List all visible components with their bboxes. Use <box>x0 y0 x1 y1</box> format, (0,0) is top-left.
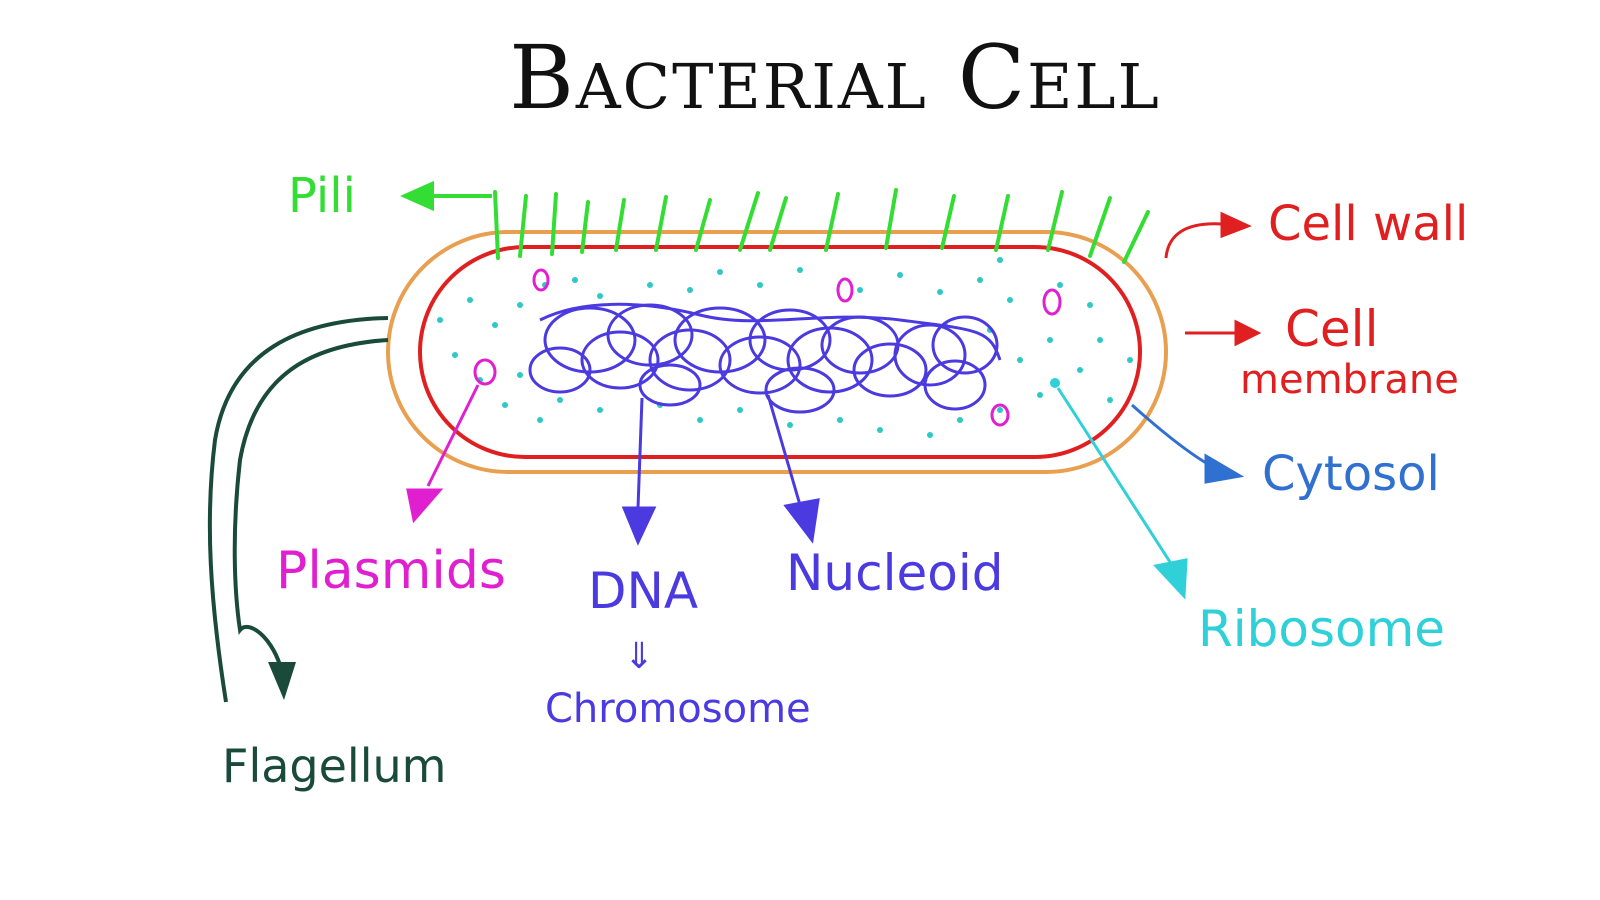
pilus <box>493 190 500 260</box>
cell-wall-arrow <box>1164 211 1252 259</box>
dna-arrow <box>621 397 657 546</box>
pilus <box>1122 210 1150 264</box>
flagellum <box>207 316 389 703</box>
plasmid <box>532 268 550 292</box>
plasmid <box>836 277 854 303</box>
cell-wall <box>386 230 1168 474</box>
plasmid <box>473 358 497 386</box>
pilus <box>1088 196 1112 258</box>
pilus <box>738 191 760 252</box>
plasmid <box>990 403 1010 427</box>
dna-down-arrow: ⇓ <box>624 636 654 677</box>
cell-membrane-arrow <box>1185 319 1262 347</box>
pilus <box>580 200 590 254</box>
pilus <box>614 198 626 252</box>
pili-arrow <box>400 180 492 212</box>
dna-label: DNA <box>588 562 698 620</box>
flagellum-arrowhead <box>268 662 296 700</box>
cytosol-arrow <box>1131 403 1245 484</box>
pilus <box>1046 190 1064 252</box>
cell-membrane-label-line1: Cell <box>1285 300 1378 358</box>
plasmids <box>473 268 1062 427</box>
cell-membrane <box>418 245 1142 459</box>
diagram-title: Bacterial Cell <box>509 26 1161 129</box>
cell-membrane-label-line2: membrane <box>1240 357 1459 403</box>
nucleoid <box>528 302 1002 414</box>
plasmids-arrow <box>406 384 480 524</box>
pilus <box>824 192 840 252</box>
ribosome-arrow <box>1050 378 1188 600</box>
chromosome-label: Chromosome <box>545 686 811 732</box>
pilus <box>940 194 956 250</box>
pilus <box>550 192 558 256</box>
flagellum-label: Flagellum <box>222 739 446 793</box>
pilus <box>884 188 898 250</box>
pili-label: Pili <box>288 168 356 224</box>
nucleoid-arrow <box>766 394 820 544</box>
cell-wall-label: Cell wall <box>1268 196 1468 252</box>
pilus <box>518 194 528 258</box>
pilus <box>654 195 668 252</box>
plasmid <box>1042 288 1062 316</box>
pilus <box>694 198 712 252</box>
plasmids-label: Plasmids <box>276 541 506 601</box>
pili <box>493 188 1150 264</box>
nucleoid-label: Nucleoid <box>786 544 1003 602</box>
cytosol-label: Cytosol <box>1262 446 1440 502</box>
ribosome-label: Ribosome <box>1198 600 1445 658</box>
pilus <box>768 196 788 252</box>
pilus <box>994 194 1010 252</box>
